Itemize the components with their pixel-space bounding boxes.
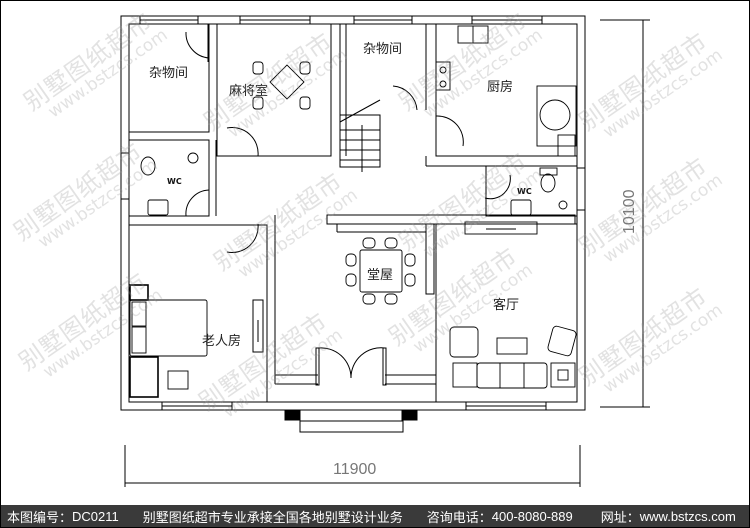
- furniture: [129, 25, 577, 398]
- drawing-number-label: 本图编号：: [7, 509, 73, 525]
- room-label-wc-1: WC: [167, 177, 182, 186]
- dimension-width: 11900: [333, 461, 377, 478]
- dimension-depth: 10100: [621, 189, 638, 235]
- room-label-wc-2: WC: [517, 187, 532, 196]
- website-url[interactable]: www.bstzcs.com: [639, 508, 736, 524]
- interior-walls: [128, 23, 578, 403]
- staircase: [339, 99, 381, 172]
- phone-label: 咨询电话：: [426, 509, 492, 525]
- room-label-main-hall: 堂屋: [367, 268, 394, 283]
- doors: [185, 31, 511, 386]
- windows: [120, 15, 586, 411]
- phone-number: 400-8080-889: [491, 508, 573, 524]
- website-label: 网址：: [600, 509, 640, 525]
- footer-bar: 本图编号： DC0211 别墅图纸超市专业承接全国各地别墅设计业务 咨询电话： …: [1, 505, 749, 527]
- entrance-porch: [284, 409, 418, 433]
- drawing-number: DC0211: [72, 508, 119, 524]
- room-label-storage-1: 杂物间: [149, 66, 189, 81]
- room-label-kitchen: 厨房: [487, 80, 514, 95]
- room-label-elder-room: 老人房: [202, 334, 242, 349]
- outer-walls: [120, 15, 586, 411]
- room-label-storage-2: 杂物间: [363, 42, 403, 57]
- room-label-mahjong: 麻将室: [229, 84, 269, 99]
- dimension-lines: [124, 19, 650, 487]
- room-label-living-room: 客厅: [493, 298, 520, 313]
- footer-slogan: 别墅图纸超市专业承接全国各地别墅设计业务: [142, 509, 403, 525]
